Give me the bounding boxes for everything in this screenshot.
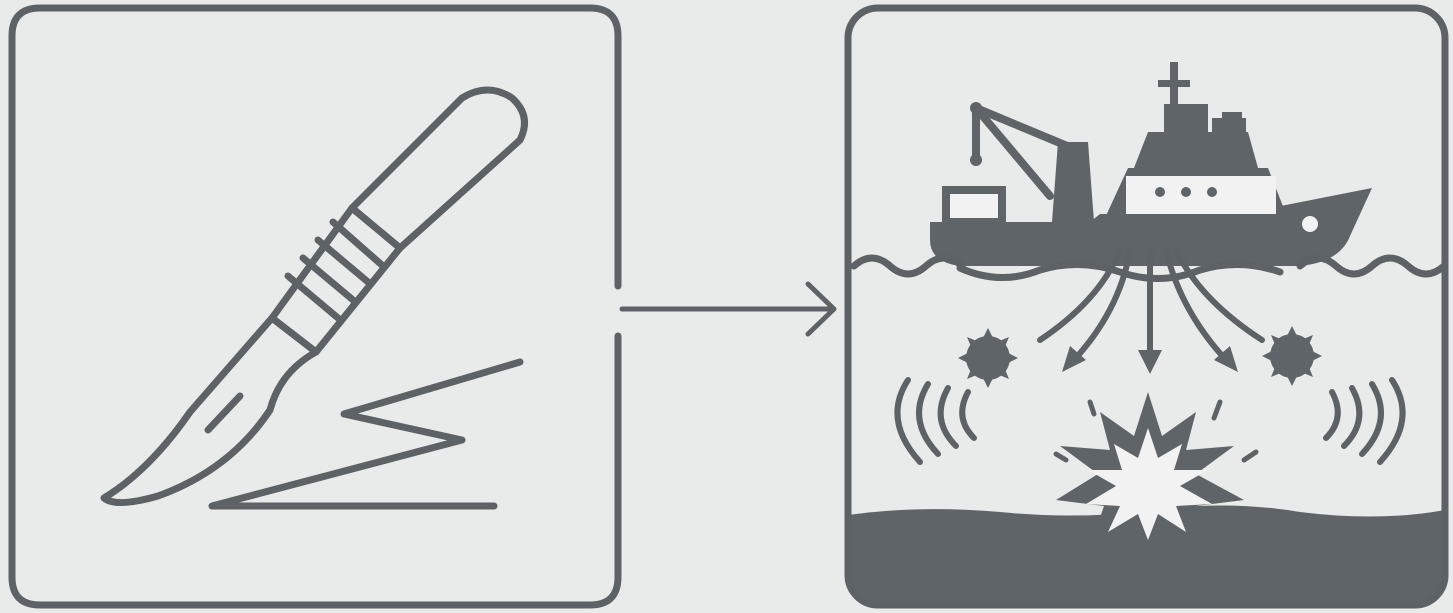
sweep-arrowheads <box>1062 346 1238 374</box>
left-panel <box>12 8 618 605</box>
naval-mine-icon-left <box>958 328 1018 388</box>
sonar-waves-left <box>897 380 974 462</box>
left-panel-frame <box>12 8 618 605</box>
right-panel <box>848 8 1445 605</box>
arrow-right-icon <box>622 284 834 334</box>
incision-line <box>212 362 520 506</box>
sonar-waves-right <box>1326 380 1403 462</box>
naval-mine-icon-right <box>1262 326 1322 386</box>
ship-icon <box>930 62 1372 266</box>
water-under-hull <box>960 264 1280 278</box>
